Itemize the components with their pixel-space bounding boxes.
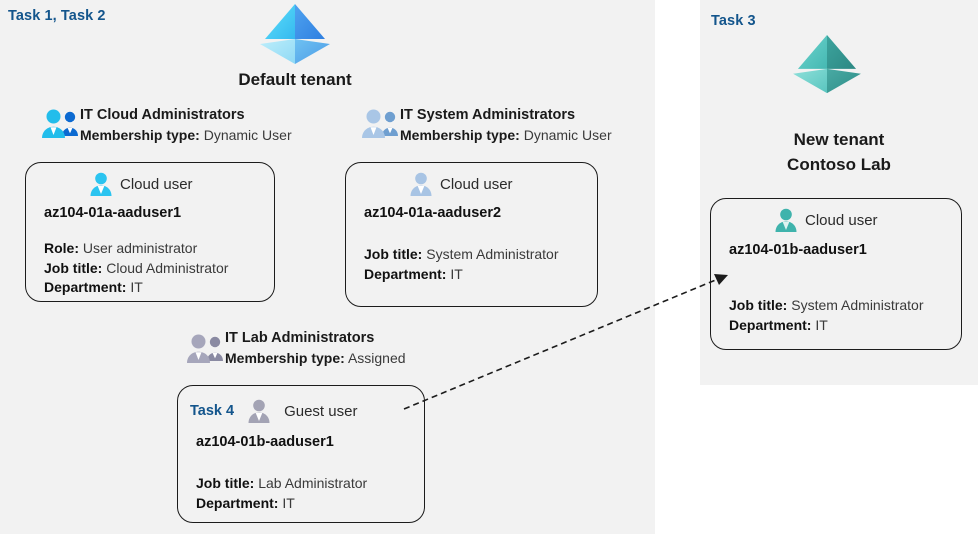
card-property: Department: IT [44,278,228,298]
card-username: az104-01a-aaduser1 [44,205,182,221]
property-label: Job title: [196,475,255,491]
card-property: Role: User administrator [44,239,228,259]
membership-type-value: Dynamic User [523,127,612,143]
card-property: Department: IT [196,494,367,514]
card-username: az104-01b-aaduser1 [196,434,334,450]
property-value: IT [130,279,143,295]
user-type-label: Cloud user [805,211,878,229]
task-label-1-2: Task 1, Task 2 [8,8,106,24]
user-type-label: Cloud user [440,175,513,193]
new-tenant-title-line2: Contoso Lab [787,155,891,174]
property-label: Department: [364,265,447,282]
group-membership-type: Membership type: Dynamic User [400,125,612,145]
property-value: System Administrator [791,297,924,313]
property-value: System Administrator [426,246,559,262]
property-label: Job title: [729,297,788,313]
person-icon [88,171,114,197]
group-name: IT Cloud Administrators [80,107,245,123]
property-value: Lab Administrator [258,475,368,491]
group-header-it-system-administrators: IT System Administrators Membership type… [400,106,612,145]
property-value: IT [815,316,828,333]
card-username: az104-01b-aaduser1 [729,242,867,258]
user-card-az104-01b-aaduser1-cloud[interactable]: Cloud user az104-01b-aaduser1 Job title:… [710,198,962,350]
membership-type-value: Dynamic User [203,127,292,143]
default-tenant-title: Default tenant [238,70,352,89]
group-users-icon [185,333,223,365]
property-value: User administrator [82,240,198,256]
property-label: Department: [196,494,279,511]
card-property: Job title: System Administrator [364,245,559,265]
card-property: Job title: System Administrator [729,296,924,316]
user-type-label: Cloud user [120,175,193,193]
new-tenant-title-line1: New tenant [793,130,885,149]
card-username: az104-01a-aaduser2 [364,205,502,221]
card-user-type-row: Cloud user [88,171,193,197]
membership-type-label: Membership type: [80,127,200,143]
card-properties: Job title: System Administrator Departme… [729,296,924,335]
person-icon [773,207,799,233]
task-label-3: Task 3 [711,13,756,29]
property-value: IT [450,265,463,282]
property-label: Department: [44,279,127,295]
person-icon [246,398,272,424]
membership-type-label: Membership type: [225,350,345,366]
property-label: Department: [729,316,812,333]
person-icon [408,171,434,197]
property-label: Role: [44,240,79,256]
user-card-az104-01b-aaduser1-guest[interactable]: Task 4 Guest user az104-01b-aaduser1 Job… [177,385,425,523]
card-user-type-row: Cloud user [408,171,513,197]
user-card-az104-01a-aaduser1[interactable]: Cloud user az104-01a-aaduser1 Role: User… [25,162,275,302]
card-properties: Job title: Lab Administrator Department:… [196,474,367,513]
user-type-label: Guest user [284,402,358,420]
property-value: IT [282,494,295,511]
group-membership-type: Membership type: Assigned [225,348,406,368]
group-name: IT Lab Administrators [225,330,375,346]
property-label: Job title: [44,259,103,276]
card-properties: Job title: System Administrator Departme… [364,245,559,284]
default-tenant-panel [0,0,655,534]
card-property: Department: IT [729,316,924,336]
membership-type-label: Membership type: [400,127,520,143]
group-users-icon [40,108,78,140]
azure-tenant-diamond-icon [789,33,865,95]
task-label-4: Task 4 [190,403,235,419]
group-membership-type: Membership type: Dynamic User [80,125,292,145]
property-value: Cloud Administrator [106,259,229,276]
card-properties: Role: User administrator Job title: Clou… [44,239,228,298]
new-tenant-title: New tenant Contoso Lab [700,127,978,177]
user-card-az104-01a-aaduser2[interactable]: Cloud user az104-01a-aaduser2 Job title:… [345,162,598,307]
card-property: Department: IT [364,265,559,285]
card-user-type-row: Task 4 Guest user [190,398,357,424]
property-label: Job title: [364,246,423,262]
azure-tenant-diamond-icon [256,2,334,66]
group-header-it-lab-administrators: IT Lab Administrators Membership type: A… [225,329,406,368]
card-property: Job title: Lab Administrator [196,474,367,494]
card-property: Job title: Cloud Administrator [44,259,228,279]
group-header-it-cloud-administrators: IT Cloud Administrators Membership type:… [80,106,292,145]
group-users-icon [360,108,398,140]
card-user-type-row: Cloud user [773,207,878,233]
membership-type-value: Assigned [347,350,406,366]
group-name: IT System Administrators [400,107,576,123]
